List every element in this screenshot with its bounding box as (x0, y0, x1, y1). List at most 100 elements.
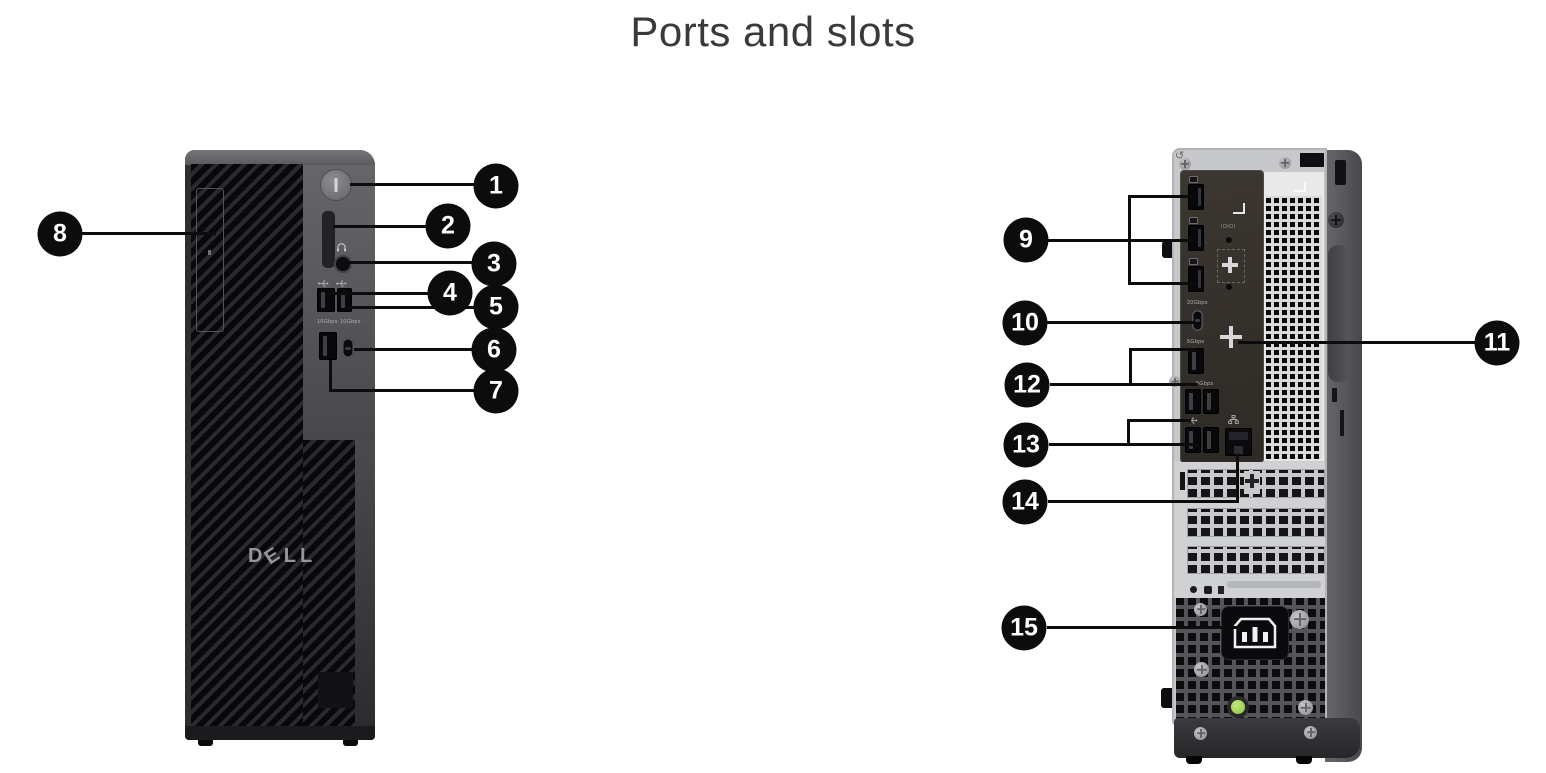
callout-12: 12 (1004, 362, 1050, 408)
release-latch-bar[interactable] (1227, 581, 1321, 588)
phillips-screw-icon (1194, 603, 1207, 616)
rear-foot-left (1186, 756, 1202, 764)
callout-12-label: 12 (1013, 370, 1041, 399)
callout-5-label: 5 (489, 292, 503, 321)
callout-10-label: 10 (1011, 308, 1039, 337)
callout-3-label: 3 (487, 249, 501, 278)
callout-11: 11 (1474, 320, 1520, 366)
front-view: DELL 10Gbps 10Gbps (185, 150, 375, 746)
callout-line-12-bracket (1129, 348, 1132, 386)
callout-line-10 (1047, 321, 1195, 324)
ethernet-port[interactable] (1225, 428, 1252, 456)
page-title: Ports and slots (630, 8, 916, 55)
front-right-edge (355, 440, 375, 728)
power-button[interactable] (320, 169, 352, 201)
rear-view: ↺ IOIOI 20Gbps (1161, 148, 1362, 768)
callout-1-label: 1 (489, 171, 503, 200)
rear-usb-5g-port-left[interactable] (1185, 389, 1201, 414)
rear-usb-2-port-right[interactable] (1203, 427, 1219, 453)
side-nub-bottom (1161, 688, 1172, 708)
alignment-corner-mark (1233, 203, 1245, 214)
callout-line-11 (1238, 341, 1475, 344)
callout-14: 14 (1002, 479, 1048, 525)
optical-drive-blank (196, 188, 224, 332)
psu-status-led (1227, 696, 1249, 718)
callout-line-2 (333, 225, 428, 228)
callout-2-label: 2 (441, 211, 455, 240)
rear-displayport-1[interactable] (1188, 184, 1204, 210)
callout-line-9 (1048, 239, 1128, 242)
psu-led-green (1231, 700, 1245, 714)
front-foot-left (198, 740, 213, 746)
callout-line-12 (1050, 383, 1198, 386)
side-slot-small (1332, 388, 1337, 402)
phillips-screw-icon (1298, 700, 1313, 715)
rear-usb-5g-label-mid: 5Gbps (1196, 380, 1214, 386)
headset-icon (336, 242, 347, 252)
displayport-icon (1189, 176, 1198, 183)
callout-line-9-branch-1 (1128, 195, 1196, 198)
rear-usb-c-port[interactable] (1192, 310, 1203, 331)
sd-card-slot[interactable] (321, 210, 336, 269)
knockout-dot-top (1226, 237, 1232, 243)
power-inlet-icon[interactable] (1233, 617, 1277, 649)
callout-5: 5 (473, 284, 519, 330)
expansion-slot-tick (1180, 472, 1185, 490)
rear-usb-5g-label-top: 5Gbps (1187, 338, 1205, 344)
phillips-screw-icon (1179, 158, 1191, 170)
front-usb-a-10g-label: 10Gbps (317, 318, 338, 324)
callout-line-4 (328, 292, 430, 295)
callout-7: 7 (473, 368, 519, 414)
rear-io-panel: IOIOI 20Gbps 5Gbps 5Gbps (1180, 170, 1264, 463)
rear-displayport-2[interactable] (1188, 225, 1204, 251)
rear-usb-c-20g-label: 20Gbps (1187, 299, 1208, 305)
callout-13: 13 (1003, 422, 1049, 468)
phillips-screw-icon (1304, 726, 1317, 739)
callout-line-1 (350, 183, 474, 186)
padlock-icon (1204, 586, 1212, 594)
callout-line-7 (329, 389, 474, 392)
power-icon (334, 178, 338, 192)
callout-line-5 (348, 306, 474, 309)
rear-side-band (1325, 150, 1362, 762)
rear-bottom-bezel (1174, 718, 1360, 758)
callout-line-9-branch-3 (1128, 282, 1196, 285)
dell-logo-letter: D (248, 545, 267, 567)
usb-poweshare-icon (336, 280, 347, 287)
callout-8: 8 (37, 211, 83, 257)
front-usb-a-10g-port[interactable] (319, 332, 337, 360)
rear-top-slot (1335, 160, 1346, 185)
serial-port-label: IOIOI (1221, 223, 1236, 229)
callout-3: 3 (471, 241, 517, 287)
front-usb-c-10g-label: 10Gbps (340, 318, 361, 324)
rear-top-notch (1300, 153, 1324, 167)
front-top-band (185, 150, 375, 165)
headset-jack[interactable] (334, 255, 352, 273)
front-bottom-bezel (185, 726, 375, 740)
phillips-screw-icon (1169, 376, 1180, 387)
expansion-slot-cover-2 (1187, 508, 1325, 537)
callout-line-7-vertical (329, 360, 332, 392)
callout-line-13-bracket (1127, 419, 1130, 446)
callout-7-label: 7 (489, 376, 503, 405)
front-usb-c-port[interactable] (342, 338, 354, 358)
network-icon (1228, 415, 1239, 424)
rear-vent-grille (1266, 196, 1322, 459)
callout-line-15 (1047, 626, 1240, 629)
front-vent-texture (191, 164, 303, 726)
rear-usb-2-port-left[interactable] (1185, 427, 1201, 453)
callout-8-label: 8 (53, 219, 67, 248)
callout-14-label: 14 (1011, 487, 1039, 516)
rear-usb-5g-port-right[interactable] (1203, 389, 1219, 414)
rear-displayport-3[interactable] (1188, 266, 1204, 292)
dell-logo-letter: L (300, 545, 317, 567)
callout-2: 2 (425, 203, 471, 249)
rear-usb-5g-port[interactable] (1188, 348, 1204, 374)
side-slot-thin (1340, 410, 1344, 436)
rear-vent-area (1264, 172, 1324, 461)
phillips-screw-icon (1279, 157, 1291, 169)
unlock-icon: ↺ (1175, 150, 1185, 162)
callout-line-14 (1048, 500, 1239, 503)
front-foot-right (343, 740, 358, 746)
